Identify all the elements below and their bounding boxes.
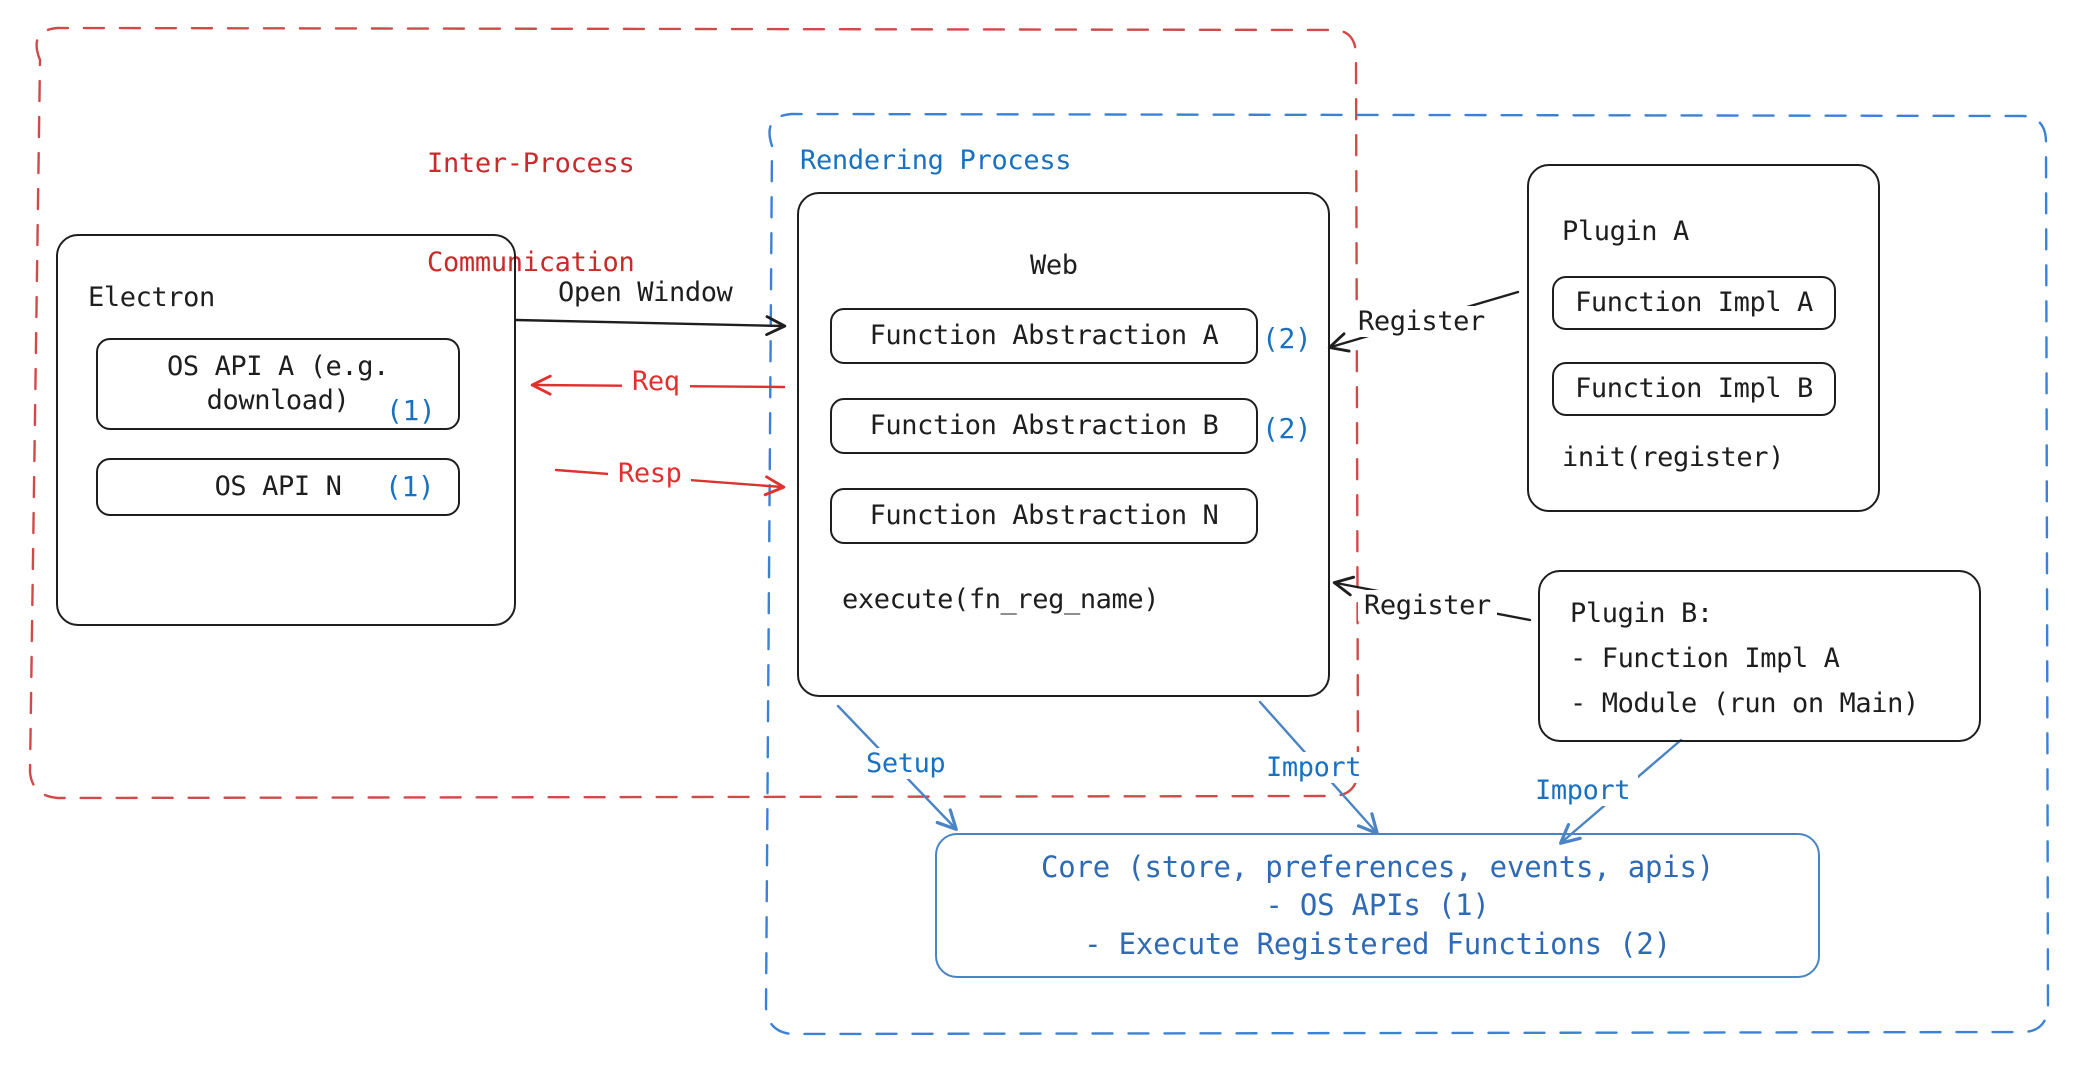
plugin-b-line1: Plugin B: — [1570, 598, 1713, 629]
edge-label-register-bottom: Register — [1358, 590, 1497, 621]
core-box[interactable]: Core (store, preferences, events, apis) … — [935, 833, 1820, 978]
os-api-a-badge: (1) — [386, 394, 436, 427]
plugin-a-title: Plugin A — [1562, 216, 1689, 247]
core-line1: Core (store, preferences, events, apis) — [1040, 849, 1715, 884]
os-api-a-label: OS API A (e.g. download) — [167, 351, 389, 416]
function-abstraction-a-box[interactable]: Function Abstraction A — [830, 308, 1258, 364]
ipc-label-line2: Communication — [427, 246, 635, 278]
electron-box[interactable] — [56, 234, 516, 626]
os-api-n-box[interactable]: OS API N — [96, 458, 460, 516]
os-api-a-box[interactable]: OS API A (e.g. download) — [96, 338, 460, 430]
edge-label-open-window: Open Window — [558, 277, 733, 308]
function-impl-b-label: Function Impl B — [1575, 373, 1813, 405]
function-abstraction-b-badge: (2) — [1262, 412, 1312, 445]
electron-title: Electron — [88, 282, 215, 313]
edge-label-register-top: Register — [1352, 306, 1491, 337]
function-impl-a-label: Function Impl A — [1575, 287, 1813, 319]
edge-label-setup: Setup — [858, 748, 954, 779]
plugin-b-line2: - Function Impl A — [1570, 643, 1840, 674]
ipc-group-label: Inter-Process Communication — [427, 82, 635, 346]
ipc-label-line1: Inter-Process — [427, 147, 635, 179]
edge-label-import-left: Import — [1258, 752, 1370, 783]
core-line2: - OS APIs (1) — [1265, 888, 1490, 923]
plugin-a-box[interactable] — [1527, 164, 1880, 512]
rendering-group-label: Rendering Process — [800, 145, 1072, 176]
plugin-b-line3: - Module (run on Main) — [1570, 688, 1919, 719]
os-api-n-badge: (1) — [385, 470, 435, 503]
edge-label-req: Req — [622, 366, 690, 397]
function-abstraction-a-label: Function Abstraction A — [869, 320, 1219, 352]
function-abstraction-b-label: Function Abstraction B — [869, 410, 1219, 442]
web-box[interactable] — [797, 192, 1330, 697]
web-execute-text: execute(fn_reg_name) — [842, 584, 1160, 615]
function-abstraction-n-box[interactable]: Function Abstraction N — [830, 488, 1258, 544]
os-api-n-label: OS API N — [214, 471, 342, 503]
function-abstraction-b-box[interactable]: Function Abstraction B — [830, 398, 1258, 454]
function-impl-b-box[interactable]: Function Impl B — [1552, 362, 1836, 416]
function-abstraction-n-label: Function Abstraction N — [869, 500, 1219, 532]
plugin-b-box[interactable] — [1538, 570, 1981, 742]
plugin-a-init-text: init(register) — [1562, 442, 1784, 473]
function-impl-a-box[interactable]: Function Impl A — [1552, 276, 1836, 330]
edge-label-resp: Resp — [608, 458, 692, 489]
web-title: Web — [1030, 250, 1078, 281]
function-abstraction-a-badge: (2) — [1262, 322, 1312, 355]
core-line3: - Execute Registered Functions (2) — [1084, 926, 1671, 961]
edge-label-import-right: Import — [1527, 775, 1639, 806]
